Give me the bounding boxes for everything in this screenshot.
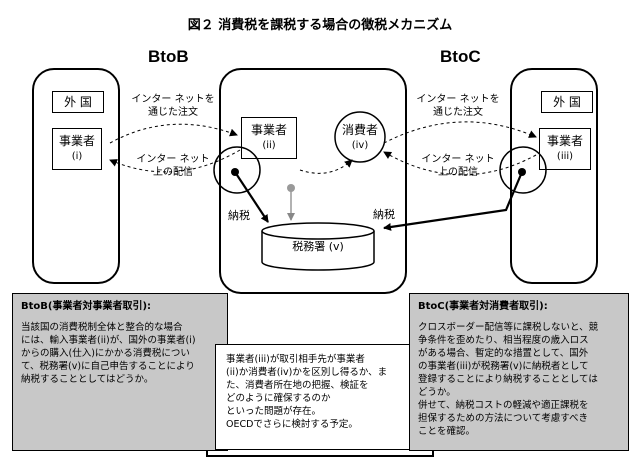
center-business-label: 事業者 [250,123,287,137]
page-title: 図２ 消費税を課税する場合の徴税メカニズム [187,18,453,33]
note-line-1: (ii)か消費者(iv)かを区別し得るか、ま [226,367,388,378]
right-business-id: (iii) [556,151,574,162]
btob-line-3: て、税務署(v)に自己申告することにより [21,361,195,372]
btoc-line-0: クロスボーダー配信等に課税しないと、競 [418,322,599,333]
right-business-box: 事業者 (iii) [539,128,591,170]
btoc-line-8: ことを確認。 [418,426,476,437]
btob-line-1: には、輸入事業者(ii)が、国外の事業者(i) [21,335,196,346]
btoc-explanation-box: BtoC(事業者対消費者取引): クロスボーダー配信等に課税しないと、競 争条件… [409,293,629,451]
btob-heading: BtoB(事業者対事業者取引): [21,301,152,312]
btob-line-2: からの購入(仕入)にかかる消費税につい [21,348,190,359]
highlight-circle-left [213,146,261,194]
btoc-heading: BtoC(事業者対消費者取引): [418,301,548,312]
order-right-label: インター ネットを 通じた注文 [410,93,506,119]
center-delivery-arc [299,159,353,174]
note-line-2: た、消費者所在地の把握、検証を [226,380,369,391]
btoc-line-2: がある場合、暫定的な措置として、国外 [418,348,589,359]
tax-left-label: 納税 [228,209,250,222]
delivery-right-label-2: 上の配信 [438,167,478,178]
tax-office-cylinder [261,231,375,271]
tax-office-label: 税務署 (v) [292,240,344,253]
delivery-left-label-2: 上の配信 [153,167,193,178]
center-note-box: 事業者(iii)が取引相手先が事業者 (ii)か消費者(iv)かを区別し得るか、… [215,344,425,450]
delivery-right-label: インター ネット 上の配信 [410,153,506,179]
order-right-arrow [383,121,537,144]
btob-line-4: 納税することとしてはどうか。 [21,374,154,385]
consumer-circle [334,111,386,163]
delivery-right-arrow [383,151,537,176]
left-foreign-label: 外 国 [52,91,104,113]
note-line-5: OECDでさらに検討する予定。 [226,419,358,430]
center-business-box: 事業者 (ii) [241,117,297,159]
order-right-label-1: インター ネットを [416,94,500,105]
highlight-circle-right [499,146,547,194]
tax-arrow-left [234,171,269,223]
left-business-box: 事業者 (i) [52,128,102,170]
note-line-0: 事業者(iii)が取引相手先が事業者 [226,354,365,365]
tax-right-label: 納税 [373,208,395,221]
delivery-left-label: インター ネット 上の配信 [125,153,221,179]
order-left-label-2: 通じた注文 [148,107,198,118]
delivery-left-label-1: インター ネット [136,154,210,165]
consumer-label: 消費者 [341,123,378,137]
tax-arrow-right [383,171,524,231]
order-left-arrow [109,123,238,144]
center-business-id: (ii) [262,140,276,151]
right-business-label: 事業者 [546,134,583,148]
delivery-right-label-1: インター ネット [421,154,495,165]
left-business-label: 事業者 [58,134,95,148]
btoc-line-6: 併せて、納税コストの軽減や適正課税を [418,400,589,411]
left-business-id: (i) [71,151,83,162]
btob-line-0: 当該国の消費税制全体と整合的な場合 [21,322,183,333]
right-foreign-label: 外 国 [541,91,593,113]
header-btoc: BtoC [440,47,481,66]
order-right-label-2: 通じた注文 [433,107,483,118]
order-left-label: インター ネットを 通じた注文 [125,93,221,119]
btoc-line-5: どうか。 [418,387,456,398]
consumer-node: 消費者 (iv) [336,123,384,153]
tax-office-top [261,222,375,240]
btoc-line-1: 争条件を歪めたり、相当程度の歳入ロス [418,335,589,346]
delivery-left-arrow [109,149,241,173]
consumer-id: (iv) [351,140,369,151]
note-line-4: といった問題が存在。 [226,406,322,417]
order-left-label-1: インター ネットを [131,94,215,105]
header-btob: BtoB [148,47,189,66]
btoc-line-4: 登録することにより納税することとしては [418,374,598,385]
btoc-line-7: 担保するための方法について考慮すべき [418,413,589,424]
note-line-3: どのように確保するのか [226,393,331,404]
btob-explanation-box: BtoB(事業者対事業者取引): 当該国の消費税制全体と整合的な場合 には、輸入… [12,293,228,451]
btoc-line-3: の事業者(iii)が税務署(v)に納税者として [418,361,589,372]
